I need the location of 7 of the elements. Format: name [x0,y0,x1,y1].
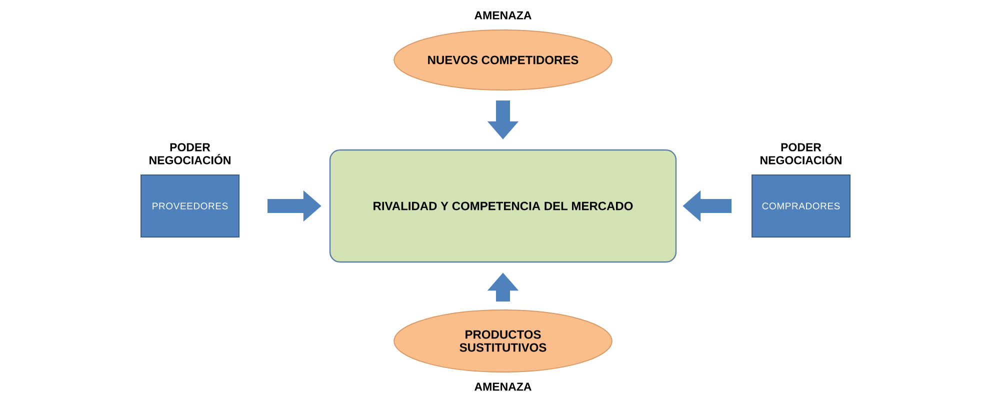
force-box: COMPRADORES [752,174,850,238]
heading-label: AMENAZA [474,11,532,20]
heading-label: PODER NEGOCIACIÓN [150,143,230,164]
heading-label: PODER NEGOCIACIÓN [760,143,842,164]
market-box: RIVALIDAD Y COMPETENCIA DEL MERCADO [329,149,677,263]
force-box: PROVEEDORES [140,174,240,238]
heading-label: AMENAZA [474,382,532,391]
